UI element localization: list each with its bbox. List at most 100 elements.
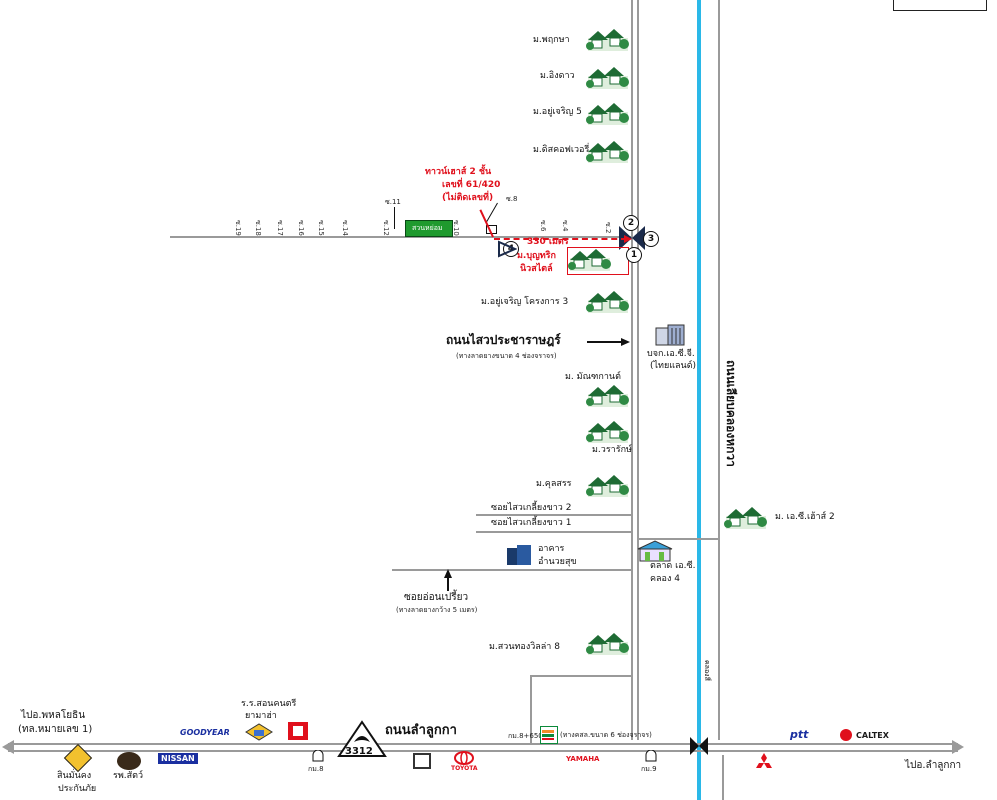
honda-red-logo-inner — [293, 726, 303, 736]
km8-label: กม.8 — [308, 765, 324, 773]
village-icon — [586, 632, 630, 656]
to-phahon-line1: ไปอ.พหลโยธิน — [21, 710, 86, 721]
village-pruksa-label: ม.พฤกษา — [533, 35, 570, 45]
ac-company-line1: บจก.เอ.ซี.จี. — [647, 349, 695, 359]
soi-sai-klieo-1-label: ซอยไสวเกลี้ยงขาว 1 — [491, 518, 572, 528]
village-icon — [568, 248, 612, 272]
canal — [697, 0, 701, 800]
caltex-star-icon — [840, 729, 852, 741]
office-building-icon — [655, 324, 685, 346]
soi-label: ซ.15 — [317, 220, 325, 236]
school-icon — [245, 723, 273, 741]
km8-650-label: กม.8+650 — [508, 732, 543, 740]
insurance-line1: สินมั่นคง — [57, 771, 92, 781]
village-icon — [724, 506, 768, 530]
distance-line — [494, 238, 627, 240]
km9-label: กม.9 — [641, 765, 657, 773]
route-number: 3312 — [345, 746, 373, 757]
village-suanthong8-label: ม.สวนทองวิลล่า 8 — [489, 642, 560, 652]
soi-entrance-arrow-icon — [498, 240, 517, 258]
village-yucharoen3-label: ม.อยู่เจริญ โครงการ 3 — [481, 297, 569, 307]
market-road — [637, 538, 718, 540]
seven-eleven-stripe — [542, 734, 554, 737]
village-icon — [586, 140, 630, 164]
insurance-logo — [63, 743, 93, 773]
target-house-line3: (ไม่ติดเลขที่) — [442, 193, 494, 203]
to-phahon-line2: (ทล.หมายเลข 1) — [18, 724, 93, 735]
soi-8-pointer — [486, 202, 498, 223]
soi-label: ซ.14 — [341, 220, 349, 236]
marker-2: 2 — [623, 215, 639, 231]
school-line2: ยามาฮ่า — [245, 711, 277, 721]
main-road-label: ถนนไสวประชาราษฎร์ — [446, 333, 561, 347]
canal-road-line — [718, 0, 720, 740]
ptt-logo: ptt — [790, 728, 809, 741]
soi-label: ซ.2 — [604, 222, 612, 234]
target-project-line1: ม.บุญทริก — [517, 251, 556, 261]
main-road-note: (ทางลาดยางขนาด 4 ช่องจราจร) — [456, 352, 557, 360]
canal-road-line-right — [722, 755, 724, 800]
village-yucharoen5-label: ม.อยู่เจริญ 5 — [533, 107, 582, 117]
village-icon — [586, 102, 630, 126]
canal-name-label: คลองสี่ — [703, 660, 711, 681]
distance-label: 330 เมตร — [527, 237, 569, 247]
to-lamlukka-label: ไปอ.ลำลูกกา — [905, 760, 962, 771]
lamlukka-road-bottom — [8, 750, 958, 752]
hospital-label: รพ.สัตว์ — [113, 771, 144, 781]
distance-arrow-icon — [624, 235, 632, 243]
soi-on-priao-note: (ทางลาดยางกว้าง 5 เมตร) — [396, 606, 478, 614]
legend-box — [893, 0, 987, 11]
building-line2: อำนวยสุข — [538, 557, 577, 567]
soi-11-pointer — [394, 207, 395, 229]
seven-eleven-stripe — [542, 730, 554, 733]
soi-label: ซ.4 — [561, 220, 569, 232]
nissan-logo: NISSAN — [158, 753, 198, 764]
yamaha-logo: YAMAHA — [566, 755, 600, 763]
soi-label: ซ.18 — [254, 220, 262, 236]
km9-marker-icon — [645, 750, 657, 762]
sai-pracharat-road-west-line — [631, 0, 633, 740]
ac-company-line2: (ไทยแลนด์) — [650, 361, 697, 371]
village-icon — [586, 474, 630, 498]
seven-eleven-stripe — [542, 738, 554, 740]
soi-on-priao-road — [392, 569, 632, 571]
soi-sai-klieo-2-label: ซอยไสวเกลี้ยงขาว 2 — [491, 503, 572, 513]
marker-1: 1 — [626, 247, 642, 263]
village-ingdao-label: ม.อิงดาว — [540, 71, 575, 81]
toyota-logo-icon — [454, 751, 474, 765]
soi-sai-klieo-2-road — [476, 514, 632, 516]
target-house-line1: ทาวน์เฮาส์ 2 ชั้น — [425, 167, 492, 177]
village-icon — [586, 66, 630, 90]
soi-label: ซ.19 — [234, 220, 242, 236]
village-manthakarn-label: ม. มัณฑกานต์ — [565, 372, 621, 382]
sai-pracharat-road-east-line — [637, 0, 639, 740]
soi-on-priao-arrow-icon — [444, 569, 452, 578]
target-house-line2: เลขที่ 61/420 — [442, 180, 501, 190]
lamlukka-road-note: (ทางคสล.ขนาด 6 ช่องจราจร) — [560, 731, 652, 739]
village-icon — [586, 384, 630, 408]
lower-left-road-top — [530, 675, 631, 677]
toyota-logo: TOYOTA — [451, 765, 478, 772]
village-ac-house2-label: ม. เอ.ซี.เฮ้าส์ 2 — [775, 512, 835, 522]
soi-sai-klieo-1-road — [476, 531, 632, 533]
caltex-logo: CALTEX — [856, 731, 889, 740]
market-line2: คลอง 4 — [650, 574, 680, 584]
village-discovery-label: ม.ดิสคอฟเวอรี่ — [533, 145, 590, 155]
lamlukka-road-label: ถนนลำลูกกา — [385, 723, 457, 738]
building-icon — [507, 545, 531, 565]
lamlukka-crossing-icon — [690, 737, 708, 755]
marker-3: 3 — [643, 231, 659, 247]
west-arrow-icon — [2, 740, 14, 754]
soi-label: ซ.12 — [382, 220, 390, 236]
canal-road-label: ถนนเลียบคลองหกวา — [724, 360, 738, 467]
lower-left-road — [530, 675, 532, 745]
mitsubishi-logo-icon — [756, 753, 772, 768]
soi-on-priao-label: ซอยอ่อนเปรี้ยว — [404, 592, 469, 603]
soi-11-label: ซ.11 — [385, 198, 401, 206]
village-icon — [586, 420, 630, 444]
east-arrow-icon — [952, 740, 964, 754]
village-icon — [586, 290, 630, 314]
market-line1: ตลาด เอ.ซี. — [650, 561, 696, 571]
soi-on-priao-pointer — [447, 575, 449, 591]
soi-label: ซ.6 — [539, 220, 547, 232]
